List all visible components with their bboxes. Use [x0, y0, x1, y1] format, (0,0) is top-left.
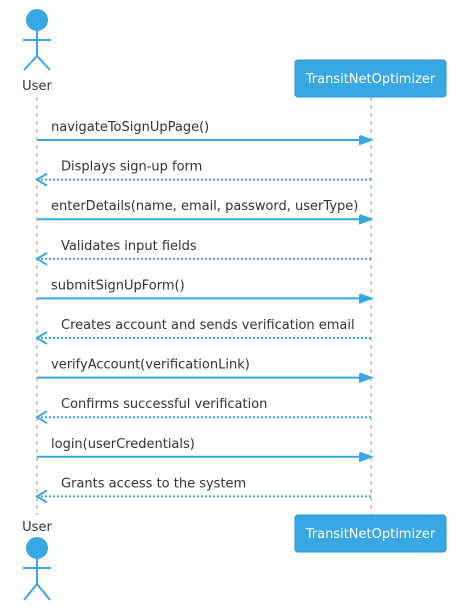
arrowhead — [35, 331, 48, 345]
arrowhead — [35, 489, 48, 504]
arrowhead — [35, 172, 48, 187]
arrowhead — [359, 214, 374, 225]
user-actor-icon-bottom — [23, 537, 51, 601]
message-label: login(userCredentials) — [51, 437, 195, 452]
message-call-5: submitSignUpForm() — [37, 278, 374, 304]
user-label-bottom: User — [22, 520, 52, 535]
message-label: Confirms successful verification — [61, 397, 267, 412]
arrowhead — [359, 451, 374, 463]
message-call-1: navigateToSignUpPage() — [37, 120, 374, 146]
message-return-10: Grants access to the system — [35, 476, 371, 504]
message-label: enterDetails(name, email, password, user… — [51, 199, 358, 214]
message-return-4: Validates input fields — [35, 239, 371, 266]
system-label-top: TransitNetOptimizer — [305, 72, 436, 87]
system-participant-top: TransitNetOptimizer — [294, 59, 447, 98]
message-label: Creates account and sends verification e… — [61, 318, 355, 333]
message-call-9: login(userCredentials) — [37, 437, 374, 463]
message-call-3: enterDetails(name, email, password, user… — [37, 199, 374, 225]
system-participant-bottom: TransitNetOptimizer — [294, 514, 447, 553]
message-label: navigateToSignUpPage() — [51, 120, 209, 135]
message-return-8: Confirms successful verification — [35, 397, 371, 425]
message-label: Grants access to the system — [61, 476, 246, 491]
message-label: verifyAccount(verificationLink) — [51, 358, 250, 373]
arrowhead — [359, 293, 374, 304]
message-label: Validates input fields — [61, 239, 197, 254]
user-label-top: User — [22, 79, 52, 94]
user-actor-icon-top — [23, 9, 51, 71]
message-list: navigateToSignUpPage() Displays sign-up f… — [35, 120, 374, 504]
message-return-2: Displays sign-up form — [35, 160, 371, 187]
arrowhead — [35, 410, 48, 425]
message-call-7: verifyAccount(verificationLink) — [37, 358, 374, 384]
arrowhead — [359, 372, 374, 384]
arrowhead — [35, 251, 48, 266]
message-label: submitSignUpForm() — [51, 278, 185, 293]
message-label: Displays sign-up form — [61, 160, 202, 175]
arrowhead — [359, 135, 374, 146]
message-return-6: Creates account and sends verification e… — [35, 318, 371, 345]
system-label-bottom: TransitNetOptimizer — [305, 527, 436, 542]
